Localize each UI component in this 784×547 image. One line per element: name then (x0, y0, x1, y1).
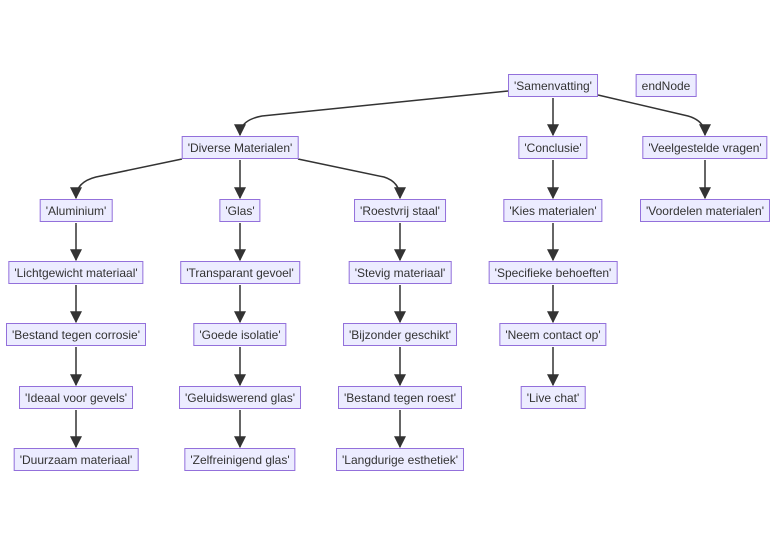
node-contact[interactable]: 'Neem contact op' (499, 323, 607, 346)
node-conclusie[interactable]: 'Conclusie' (518, 136, 588, 159)
node-veelgestelde-vragen[interactable]: 'Veelgestelde vragen' (642, 136, 768, 159)
node-corrosie[interactable]: 'Bestand tegen corrosie' (6, 323, 146, 346)
node-endnode[interactable]: endNode (635, 74, 697, 97)
node-voordelen-materialen[interactable]: 'Voordelen materialen' (640, 199, 770, 222)
node-glas[interactable]: 'Glas' (219, 199, 261, 222)
node-specifieke[interactable]: 'Specifieke behoeften' (488, 261, 618, 284)
edge-diverse-aluminium (70, 158, 183, 200)
edge-diverse-roestvrij (297, 158, 406, 200)
node-isolatie[interactable]: 'Goede isolatie' (193, 323, 287, 346)
node-bijzonder[interactable]: 'Bijzonder geschikt' (343, 323, 457, 346)
node-roest[interactable]: 'Bestand tegen roest' (338, 386, 462, 409)
node-live-chat[interactable]: 'Live chat' (520, 386, 586, 409)
node-diverse-materialen[interactable]: 'Diverse Materialen' (181, 136, 299, 159)
node-lichtgewicht[interactable]: 'Lichtgewicht materiaal' (8, 261, 144, 284)
node-kies-materialen[interactable]: 'Kies materialen' (503, 199, 603, 222)
node-langdurig[interactable]: 'Langdurige esthetiek' (336, 448, 464, 471)
node-aluminium[interactable]: 'Aluminium' (39, 199, 113, 222)
node-stevig[interactable]: 'Stevig materiaal' (348, 261, 452, 284)
edge-samenvatting-diverse (234, 90, 509, 137)
node-transparant[interactable]: 'Transparant gevoel' (180, 261, 300, 284)
node-zelfreinigend[interactable]: 'Zelfreinigend glas' (184, 448, 296, 471)
node-geluidswerend[interactable]: 'Geluidswerend glas' (179, 386, 301, 409)
node-samenvatting[interactable]: 'Samenvatting' (508, 74, 598, 97)
node-duurzaam[interactable]: 'Duurzaam materiaal' (13, 448, 139, 471)
edge-samenvatting-veelgestelde (597, 94, 711, 137)
node-gevels[interactable]: 'Ideaal voor gevels' (19, 386, 133, 409)
node-roestvrij-staal[interactable]: 'Roestvrij staal' (354, 199, 446, 222)
